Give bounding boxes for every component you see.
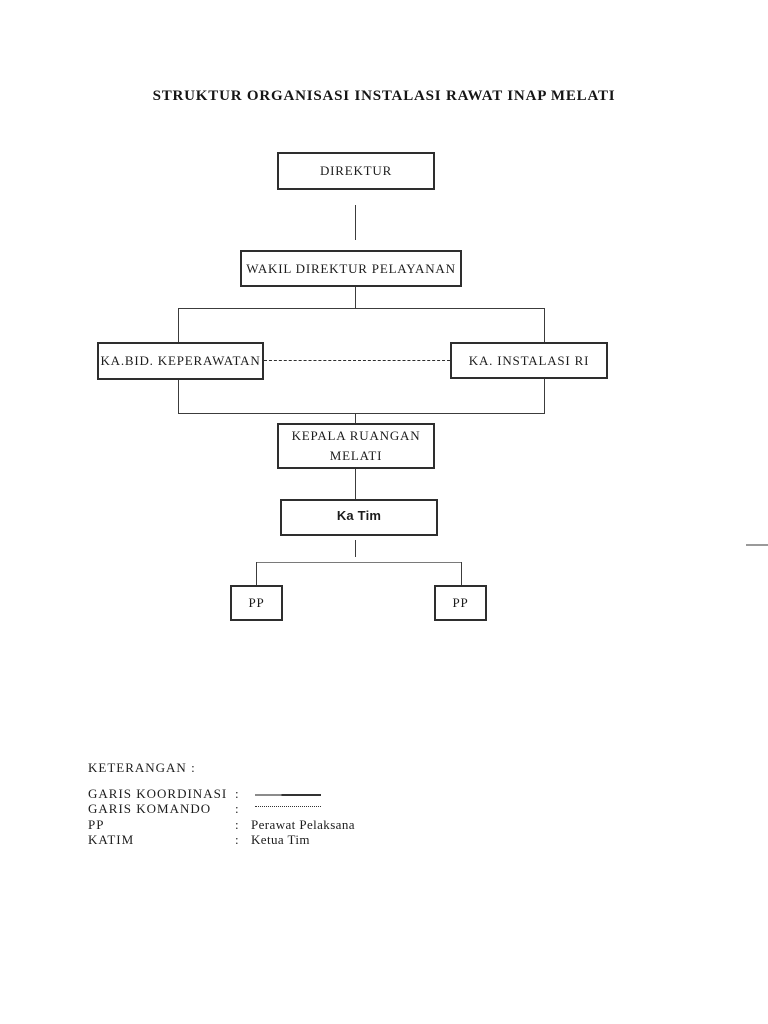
node-direktur: DIREKTUR (277, 152, 435, 190)
node-pp-right: PP (434, 585, 487, 621)
node-kepala-ruangan-label-line1: KEPALA RUANGAN (291, 428, 421, 443)
node-ka-tim-label: Ka Tim (336, 508, 382, 523)
node-pp-left: PP (230, 585, 283, 621)
node-ka-instalasi-ri-label: KA. INSTALASI RI (468, 352, 590, 368)
connector-direktur-wakil (355, 205, 356, 240)
connector-to-kepala (355, 413, 356, 423)
node-pp-right-label: PP (452, 595, 469, 610)
coordination-dashed-line (264, 360, 450, 361)
connector-pp-horizontal (256, 562, 462, 563)
connector-pp-right-drop (461, 562, 462, 585)
node-kepala-ruangan-label-line2: MELATI (329, 448, 383, 463)
connector-katim-down (355, 540, 356, 557)
connector-pp-left-drop (256, 562, 257, 585)
solid-line-symbol (255, 794, 321, 796)
node-ka-tim: Ka Tim (280, 499, 438, 536)
legend-colon: : (235, 832, 240, 847)
legend-label: KATIM (88, 832, 135, 847)
legend-label: GARIS KOORDINASI (88, 786, 228, 801)
legend-colon: : (235, 801, 240, 816)
legend-heading: KETERANGAN : (88, 760, 196, 775)
page-title: STRUKTUR ORGANISASI INSTALASI RAWAT INAP… (152, 88, 616, 104)
node-ka-instalasi-ri: KA. INSTALASI RI (450, 342, 608, 379)
legend-label: PP (88, 817, 105, 832)
legend-colon: : (235, 786, 240, 801)
legend-colon: : (235, 817, 240, 832)
node-kabid-keperawatan: KA.BID. KEPERAWATAN (97, 342, 264, 380)
connector-bottom-horizontal (178, 413, 545, 414)
dotted-line-symbol (255, 806, 321, 807)
node-direktur-label: DIREKTUR (319, 163, 393, 178)
page-edge-mark (746, 544, 768, 546)
legend-label: GARIS KOMANDO (88, 801, 212, 816)
node-kepala-ruangan: KEPALA RUANGAN MELATI (277, 423, 435, 469)
connector-top-horizontal (178, 308, 545, 309)
connector-kepala-katim (355, 469, 356, 499)
node-pp-left-label: PP (248, 595, 265, 610)
connector-wakil-down (355, 287, 356, 308)
node-wakil-direktur: WAKIL DIREKTUR PELAYANAN (240, 250, 462, 287)
legend-value: Ketua Tim (251, 832, 310, 847)
node-wakil-direktur-label: WAKIL DIREKTUR PELAYANAN (246, 260, 456, 276)
legend-value: Perawat Pelaksana (251, 817, 355, 832)
node-kabid-keperawatan-label: KA.BID. KEPERAWATAN (100, 353, 261, 368)
